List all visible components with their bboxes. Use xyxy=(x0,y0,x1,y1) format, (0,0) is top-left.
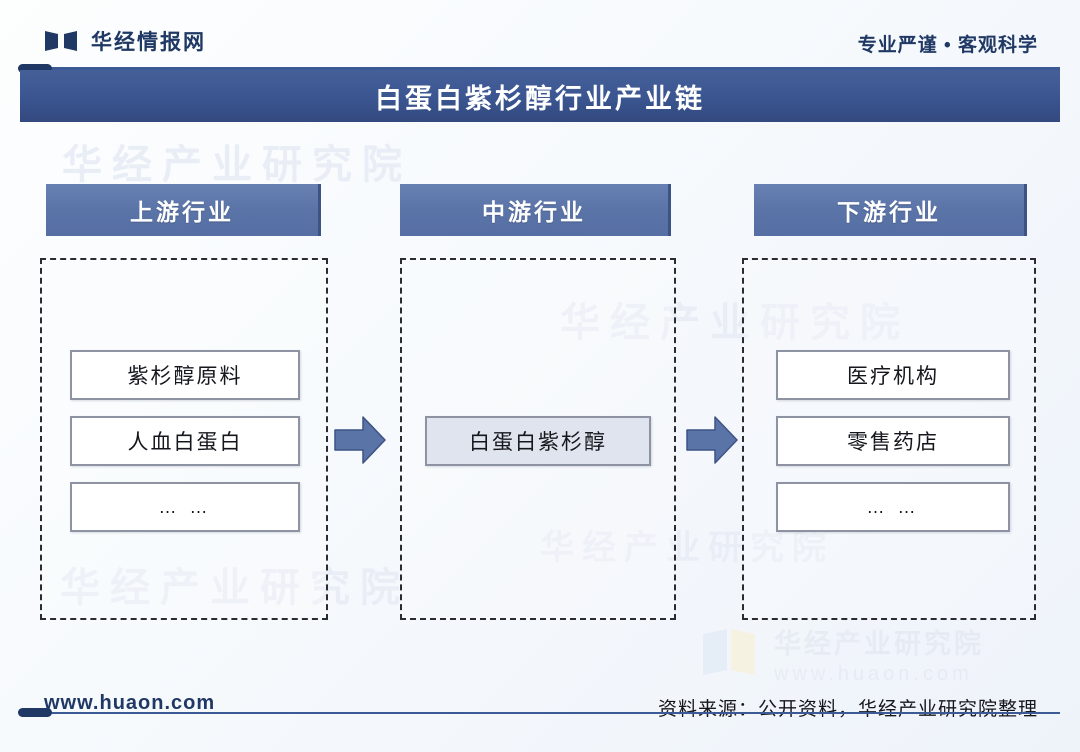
page-title-text: 白蛋白紫杉醇行业产业链 xyxy=(375,83,705,114)
column-header-label: 中游行业 xyxy=(482,199,586,225)
header-divider-cap xyxy=(18,64,52,73)
arrow-right-icon xyxy=(333,414,387,466)
column-header-label: 上游行业 xyxy=(130,199,234,225)
node-midstream-1[interactable]: 白蛋白紫杉醇 xyxy=(425,416,651,466)
node-downstream-2[interactable]: 零售药店 xyxy=(776,416,1010,466)
footer-divider xyxy=(20,712,1060,714)
column-header-upstream: 上游行业 xyxy=(46,184,321,236)
node-downstream-3[interactable]: … … xyxy=(776,482,1010,532)
footer-divider-cap xyxy=(18,708,52,717)
column-header-downstream: 下游行业 xyxy=(754,184,1027,236)
node-label: 零售药店 xyxy=(847,431,939,454)
node-label: 人血白蛋白 xyxy=(127,431,243,454)
node-label: 紫杉醇原料 xyxy=(127,365,243,388)
node-label: … … xyxy=(866,496,920,517)
header-tagline: 专业严谨 • 客观科学 xyxy=(857,35,1038,56)
node-label: 医疗机构 xyxy=(847,365,939,388)
column-header-label: 下游行业 xyxy=(837,199,941,225)
node-downstream-1[interactable]: 医疗机构 xyxy=(776,350,1010,400)
huaon-book-logo-icon xyxy=(44,29,78,53)
footer-source: 资料来源：公开资料，华经产业研究院整理 xyxy=(657,699,1038,720)
node-label: 白蛋白紫杉醇 xyxy=(469,431,607,454)
header-divider xyxy=(20,67,1060,70)
page-title: 白蛋白紫杉醇行业产业链 xyxy=(20,70,1060,122)
arrow-right-icon xyxy=(685,414,739,466)
footer-url[interactable]: www.huaon.com xyxy=(44,692,216,714)
node-label: … … xyxy=(158,496,212,517)
node-upstream-2[interactable]: 人血白蛋白 xyxy=(70,416,300,466)
column-header-midstream: 中游行业 xyxy=(400,184,671,236)
node-upstream-1[interactable]: 紫杉醇原料 xyxy=(70,350,300,400)
header-bar: 华经情报网 专业严谨 • 客观科学 xyxy=(0,0,1080,68)
value-chain-diagram: 上游行业 中游行业 下游行业 紫杉醇原料 人血白蛋白 … … 白蛋白紫杉醇 医疗… xyxy=(0,122,1080,678)
brand: 华经情报网 xyxy=(44,26,206,56)
brand-name: 华经情报网 xyxy=(91,31,206,54)
node-upstream-3[interactable]: … … xyxy=(70,482,300,532)
